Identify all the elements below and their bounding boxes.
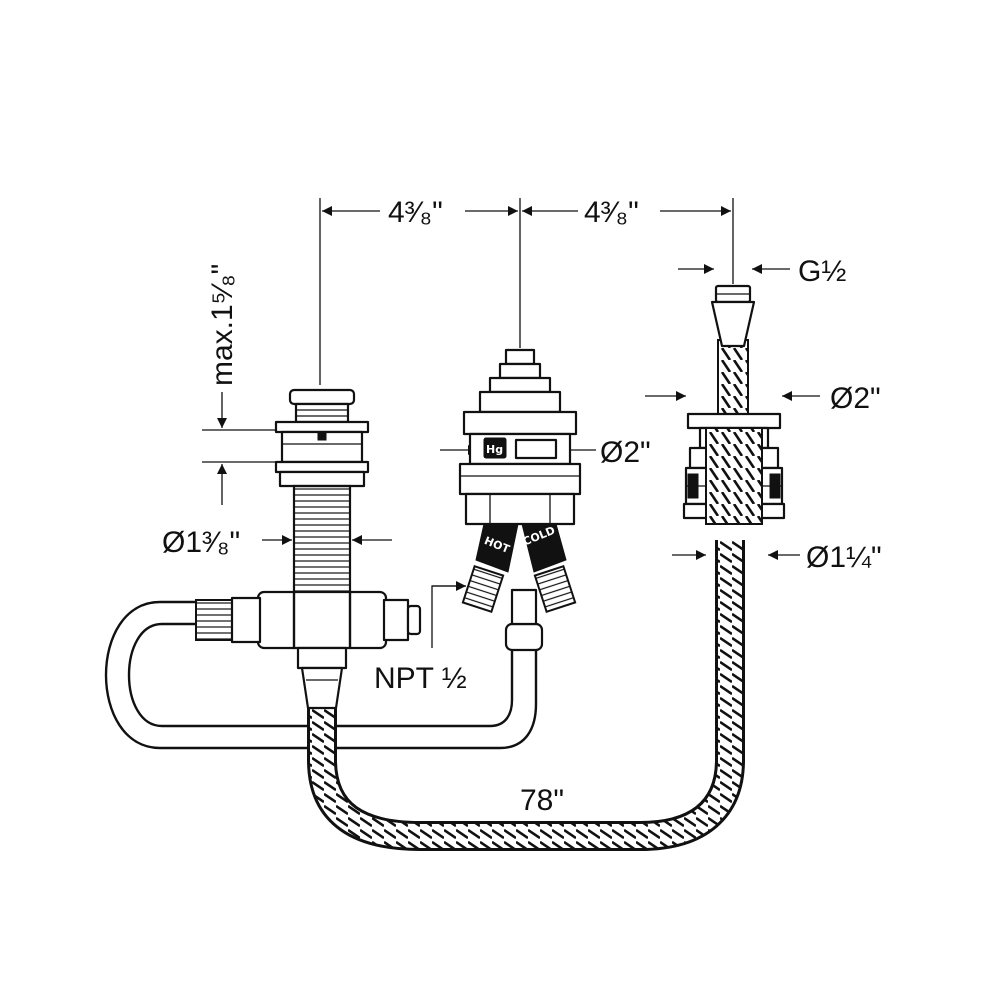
right-fitting [682, 284, 786, 525]
dim-right-diameter-bottom: Ø1¼" [806, 541, 882, 574]
logo-mark: Hg [486, 443, 503, 456]
dim-inlet-thread: NPT ½ [374, 662, 467, 695]
dim-right-diameter-top: Ø2" [830, 382, 881, 415]
left-valve [195, 388, 422, 710]
dimension-texts: 4³⁄₈" 4³⁄₈" max.1⁵⁄₈" Ø1³⁄₈" Ø2" G½ Ø2" … [162, 196, 882, 817]
dim-center-diameter: Ø2" [600, 436, 651, 469]
dim-right-spacing: 4³⁄₈" [584, 196, 639, 229]
center-valve: Hg HOT COLD [458, 348, 582, 613]
loop-hose [104, 588, 544, 750]
dim-right-thread: G½ [798, 255, 846, 288]
dim-hose-length: 78" [520, 784, 564, 817]
long-hose [307, 339, 749, 851]
dim-left-diameter: Ø1³⁄₈" [162, 526, 240, 559]
dim-left-spacing: 4³⁄₈" [388, 196, 443, 229]
dim-max-height: max.1⁵⁄₈" [206, 264, 239, 386]
